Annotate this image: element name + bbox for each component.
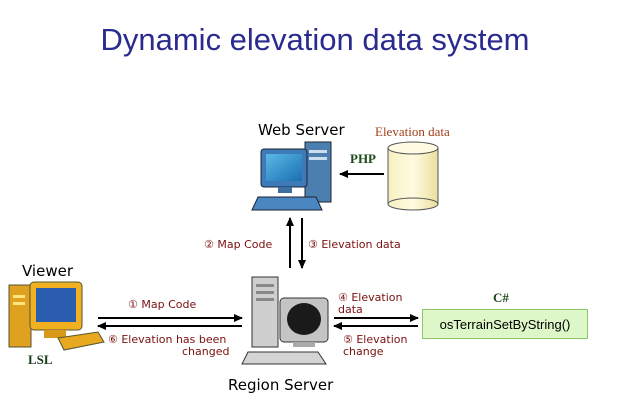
viewer-label: Viewer bbox=[22, 262, 73, 280]
step4-label-line1: ④ Elevation bbox=[338, 291, 403, 304]
step3-label: ③ Elevation data bbox=[308, 238, 401, 251]
lsl-label: LSL bbox=[28, 352, 53, 367]
csharp-label: C# bbox=[493, 290, 509, 305]
region-server-icon bbox=[241, 276, 329, 365]
web-server-label: Web Server bbox=[258, 121, 345, 139]
php-label: PHP bbox=[350, 151, 376, 166]
step5-label-line1: ⑤ Elevation bbox=[343, 333, 408, 346]
step4-label-line2: data bbox=[338, 303, 363, 316]
step1-label: ① Map Code bbox=[128, 298, 197, 311]
region-server-label: Region Server bbox=[228, 376, 334, 394]
step5-label-line2: change bbox=[343, 345, 384, 358]
database-icon bbox=[387, 141, 439, 211]
step6-label-line1: ⑥ Elevation has been bbox=[108, 333, 227, 346]
diagram-title: Dynamic elevation data system bbox=[100, 22, 530, 57]
web-server-icon bbox=[251, 141, 332, 211]
viewer-icon bbox=[8, 281, 105, 351]
step2-label: ② Map Code bbox=[204, 238, 273, 251]
elevation-data-label: Elevation data bbox=[375, 124, 450, 139]
step6-label-line2: changed bbox=[182, 345, 230, 358]
terrain-function-box: osTerrainSetByString() bbox=[422, 309, 588, 339]
